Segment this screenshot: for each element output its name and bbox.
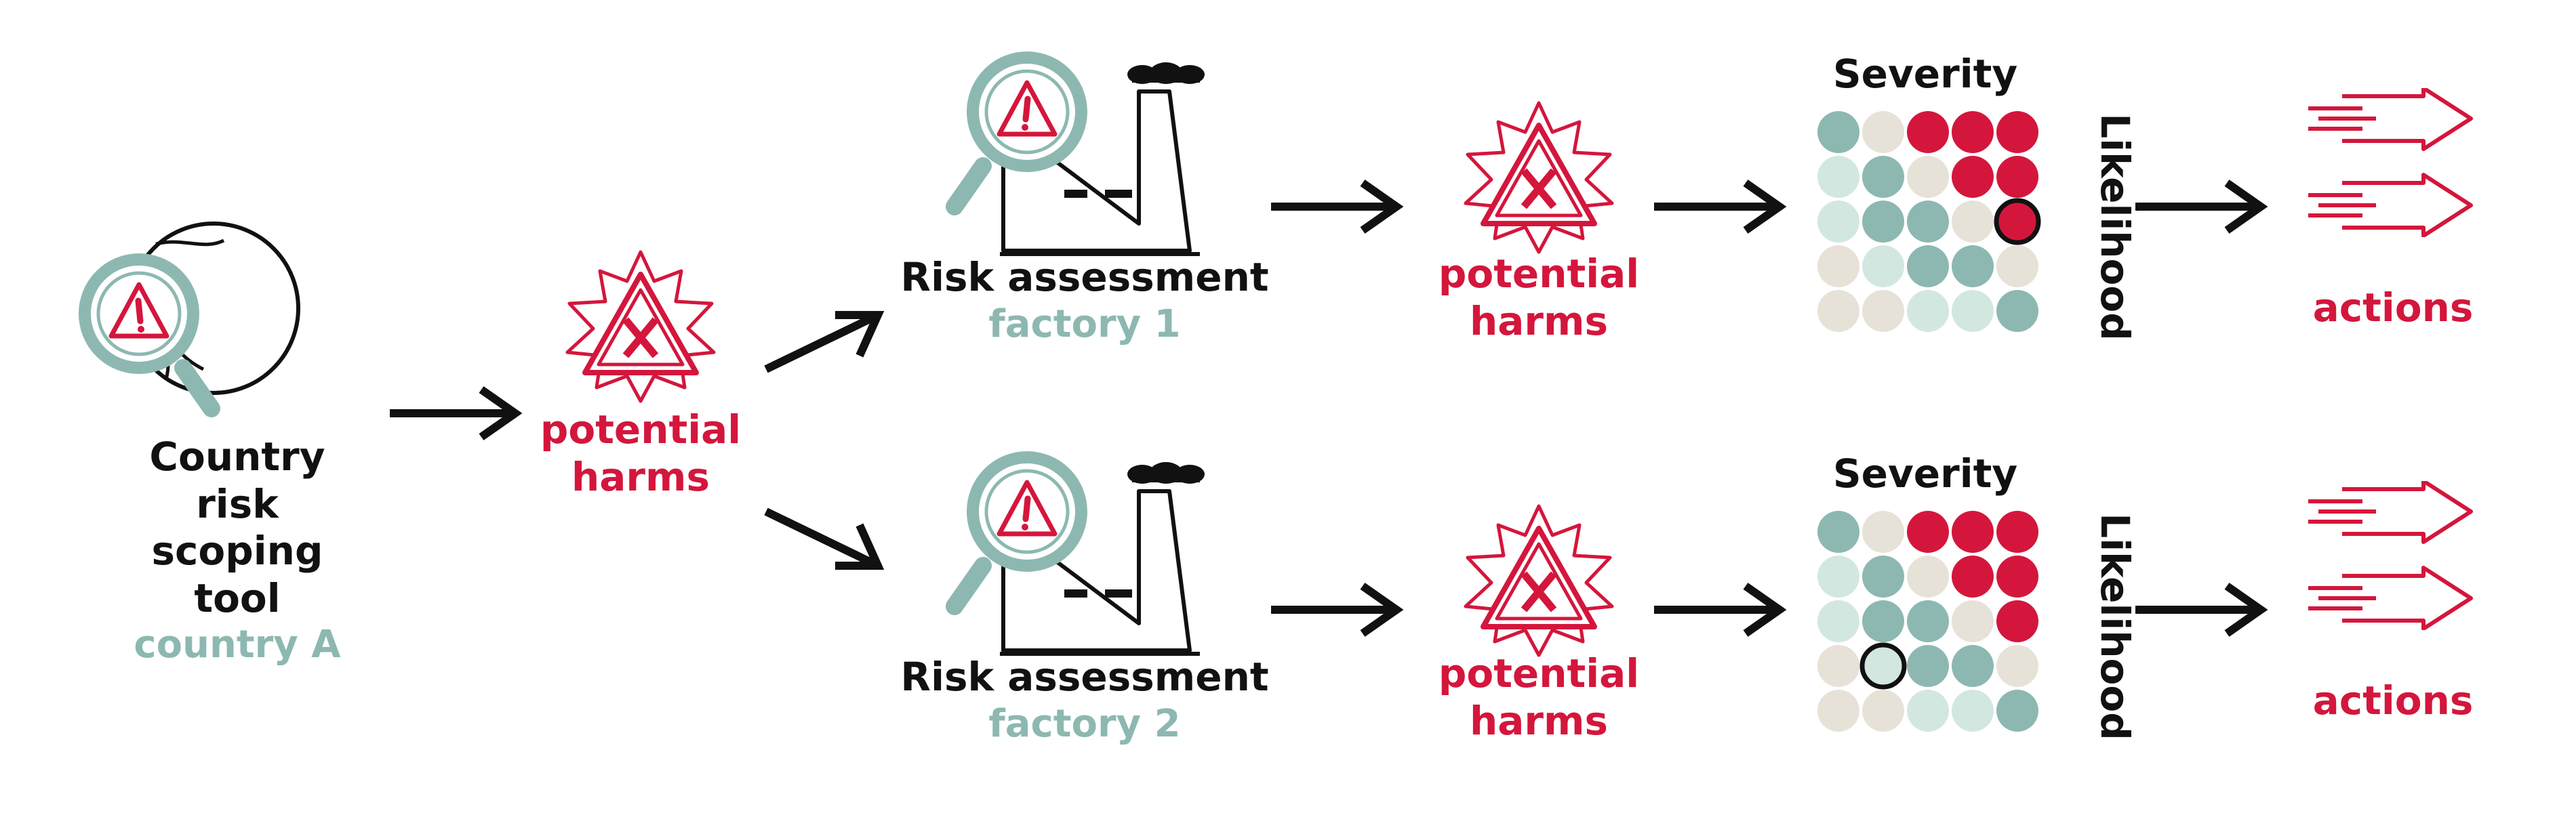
matrix-dot <box>1907 600 1949 642</box>
matrix-dot <box>1907 201 1949 243</box>
risk-matrix-2 <box>1817 511 2038 732</box>
matrix-dot <box>1817 556 1859 598</box>
factory-magnifier-warning-icon <box>954 457 1205 654</box>
potential-harms-2-label: potential harms <box>1438 650 1640 744</box>
matrix-dot <box>1907 511 1949 553</box>
arrow-scoping-to-harms <box>390 390 515 437</box>
factory-magnifier-warning-icon <box>954 58 1205 254</box>
matrix-dot <box>1817 245 1859 287</box>
arrow-factory-1-to-harms <box>1271 183 1396 230</box>
factory-1-label: Risk assessment factory 1 <box>881 254 1288 347</box>
starburst-x-warning-icon <box>567 252 714 401</box>
matrix-dot <box>1907 690 1949 732</box>
risk-matrix-1 <box>1817 111 2041 332</box>
likelihood-label-1: Likelihood <box>2092 113 2138 341</box>
double-forward-arrows-icon <box>2308 88 2471 236</box>
matrix-dot <box>1862 511 1904 553</box>
matrix-dot <box>1996 600 2038 642</box>
matrix-dot <box>1996 201 2038 243</box>
arrow-harms-to-factory-1 <box>764 311 885 373</box>
matrix-dot <box>1907 111 1949 153</box>
matrix-dot <box>1952 600 1994 642</box>
factory-2-subtitle: factory 2 <box>988 701 1181 746</box>
matrix-dot <box>1952 690 1994 732</box>
matrix-dot <box>1996 690 2038 732</box>
matrix-dot <box>1817 600 1859 642</box>
matrix-highlight-marker <box>1859 642 1907 690</box>
factory-1-title: Risk assessment <box>900 254 1269 300</box>
matrix-dot <box>1862 690 1904 732</box>
matrix-dot <box>1862 645 1904 687</box>
matrix-dot <box>1952 201 1994 243</box>
matrix-dot <box>1817 111 1859 153</box>
matrix-dot <box>1817 290 1859 332</box>
arrow-harms-to-factory-2 <box>764 507 885 570</box>
matrix-dot <box>1862 556 1904 598</box>
arrow-matrix-1-to-actions <box>2135 183 2261 230</box>
matrix-dot <box>1996 156 2038 198</box>
matrix-dot <box>1907 290 1949 332</box>
potential-harms-1-label: potential harms <box>1438 251 1640 344</box>
arrow-factory-2-to-harms <box>1271 586 1396 633</box>
globe-magnifier-warning-icon <box>85 222 300 409</box>
matrix-dot <box>1952 290 1994 332</box>
matrix-dot <box>1996 290 2038 332</box>
matrix-dot <box>1862 111 1904 153</box>
matrix-highlight-marker <box>1994 198 2041 245</box>
severity-label-2: Severity <box>1832 451 2018 497</box>
matrix-dot <box>1862 156 1904 198</box>
actions-label-2: actions <box>2312 678 2474 724</box>
matrix-dot <box>1817 156 1859 198</box>
severity-label-1: Severity <box>1832 51 2018 97</box>
matrix-dot <box>1817 201 1859 243</box>
starburst-x-warning-icon <box>1466 506 1612 655</box>
matrix-dot <box>1996 111 2038 153</box>
matrix-dot <box>1907 156 1949 198</box>
factory-2-title: Risk assessment <box>900 654 1269 700</box>
potential-harms-label: potential harms <box>540 406 742 500</box>
matrix-dot <box>1996 645 2038 687</box>
matrix-dot <box>1817 645 1859 687</box>
starburst-x-warning-icon <box>1466 103 1612 252</box>
matrix-dot <box>1862 290 1904 332</box>
matrix-dot <box>1862 245 1904 287</box>
matrix-dot <box>1952 556 1994 598</box>
actions-label-1: actions <box>2312 285 2474 331</box>
matrix-dot <box>1862 201 1904 243</box>
matrix-dot <box>1952 156 1994 198</box>
factory-1-subtitle: factory 1 <box>988 301 1181 346</box>
matrix-dot <box>1817 511 1859 553</box>
scoping-tool-label: Country risk scoping tool country A <box>81 434 393 668</box>
matrix-dot <box>1862 600 1904 642</box>
matrix-dot <box>1952 645 1994 687</box>
matrix-dot <box>1907 645 1949 687</box>
matrix-dot <box>1817 690 1859 732</box>
matrix-dot <box>1996 511 2038 553</box>
matrix-dot <box>1952 511 1994 553</box>
matrix-dot <box>1952 111 1994 153</box>
double-forward-arrows-icon <box>2308 481 2471 629</box>
scoping-tool-title: Country risk scoping tool <box>149 434 325 621</box>
matrix-dot <box>1952 245 1994 287</box>
likelihood-label-2: Likelihood <box>2092 513 2138 741</box>
arrow-matrix-2-to-actions <box>2135 586 2261 633</box>
matrix-dot <box>1996 245 2038 287</box>
arrow-harms-2-to-matrix <box>1654 586 1779 633</box>
matrix-dot <box>1996 556 2038 598</box>
matrix-dot <box>1907 556 1949 598</box>
arrow-harms-1-to-matrix <box>1654 183 1779 230</box>
factory-2-label: Risk assessment factory 2 <box>881 654 1288 747</box>
scoping-tool-subtitle: country A <box>134 623 341 667</box>
matrix-dot <box>1907 245 1949 287</box>
